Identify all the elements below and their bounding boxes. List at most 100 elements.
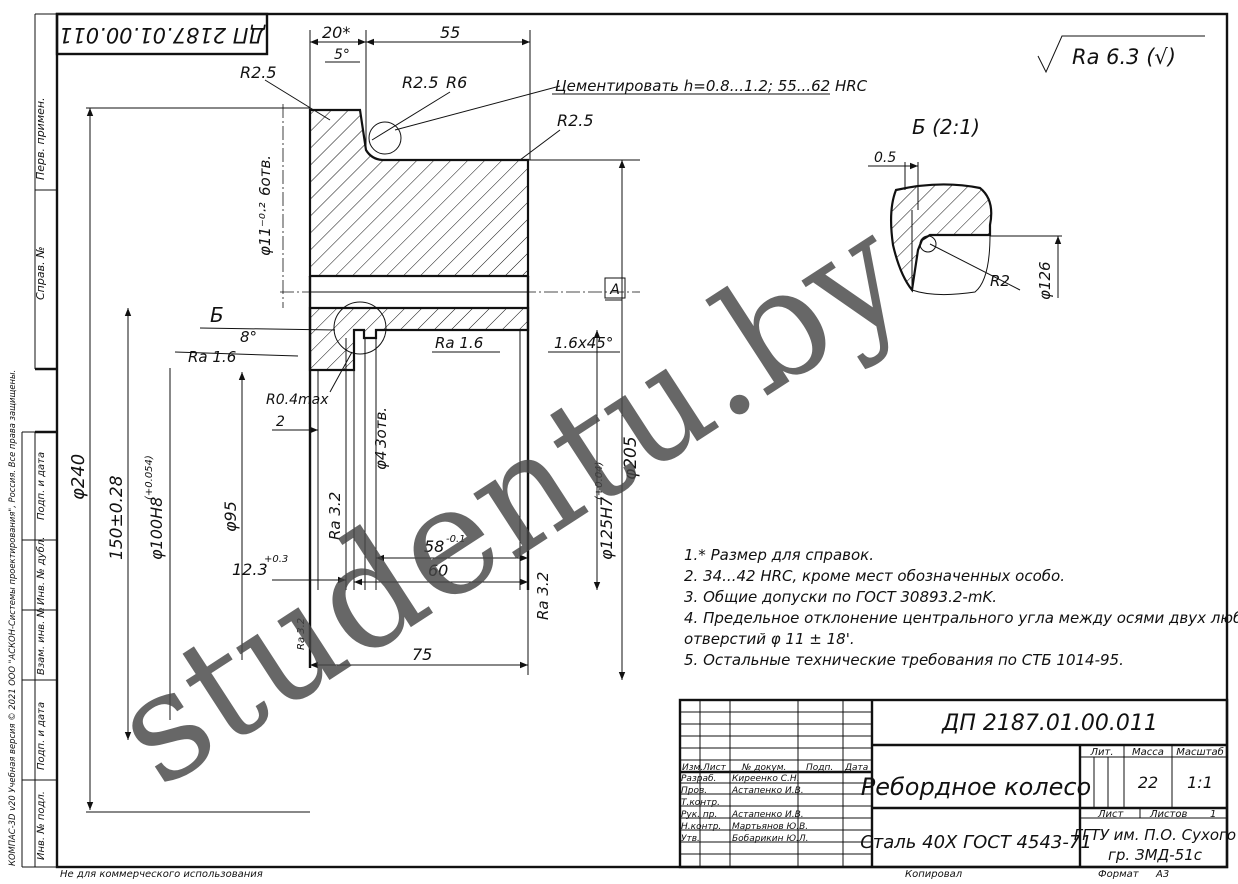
dim-123-tol: +0.3 xyxy=(264,554,288,565)
section-b-marker: Б xyxy=(210,303,224,327)
side-label-podp-data-2: Подп. и дата xyxy=(36,702,47,770)
title-material: Сталь 40Х ГОСТ 4543-71 xyxy=(860,832,1092,853)
title-org-line2: гр. ЗМД-51с xyxy=(1108,846,1203,864)
title-part-name: Ребордное колесо xyxy=(861,773,1091,801)
ra32-small: Ra 3.2 xyxy=(296,618,307,650)
main-section-view xyxy=(280,104,640,668)
note-line: 4. Предельное отклонение центрального уг… xyxy=(684,609,1238,627)
note-line: 3. Общие допуски по ГОСТ 30893.2-mK. xyxy=(684,588,997,606)
dim-205: φ205 xyxy=(621,436,641,480)
title-doc-number: ДП 2187.01.00.011 xyxy=(941,711,1158,736)
title-sheets-value: 1 xyxy=(1210,809,1216,820)
dim-r6: R6 xyxy=(446,73,467,92)
title-header-podp: Подп. xyxy=(806,763,833,773)
technical-requirements: 1.* Размер для справок. 2. 34...42 HRC, к… xyxy=(684,546,1238,669)
roughness-symbol-general xyxy=(1037,35,1205,74)
roughness-general-text: Ra 6.3 (√) xyxy=(1072,45,1176,69)
dim-100-tol: (+0.054) xyxy=(144,455,155,500)
title-header-sheets: Листов xyxy=(1149,809,1187,820)
dim-2: 2 xyxy=(276,414,285,430)
footer-format: Формат xyxy=(1098,869,1140,880)
title-header-mass: Масса xyxy=(1132,747,1164,758)
ra16-left: Ra 1.6 xyxy=(188,348,236,366)
left-side-strip xyxy=(21,13,57,868)
role-name: Киреенко С.Н. xyxy=(732,774,800,784)
datum-a-label: A xyxy=(609,282,620,298)
note-line: 2. 34...42 HRC, кроме мест обозначенных … xyxy=(684,567,1065,585)
title-roles: Разраб. Киреенко С.Н. Пров. Астапенко И.В. Т… xyxy=(681,774,809,844)
title-header-data: Дата xyxy=(844,763,868,773)
dim-150: 150±0.28 xyxy=(107,475,127,560)
rotated-doc-number-box xyxy=(55,12,269,56)
dim-hole11: φ11⁻⁰·² xyxy=(256,202,274,256)
role-label: Пров. xyxy=(681,786,707,796)
dim-60: 60 xyxy=(428,561,448,580)
title-header-scale: Масштаб xyxy=(1176,746,1224,758)
detail-dim-126: φ126 xyxy=(1036,261,1054,300)
title-header-list: Лист xyxy=(702,763,727,773)
note-line: 1.* Размер для справок. xyxy=(684,546,874,564)
ra32-a: Ra 3.2 xyxy=(326,492,344,540)
detail-b-title: Б (2:1) xyxy=(912,115,980,139)
footer-copied: Копировал xyxy=(905,869,963,880)
dimension-lines xyxy=(86,30,640,813)
side-label-vzam-inv: Взам. инв. № xyxy=(36,607,47,675)
dim-8deg: 8° xyxy=(240,328,257,346)
drawing-frame xyxy=(55,12,1229,869)
side-label-inv-dubl: Инв. № дубл. xyxy=(35,537,47,605)
dim-95: φ95 xyxy=(221,501,240,532)
side-label-perv-primen: Перв. примен. xyxy=(34,97,47,180)
dim-123: 12.3 xyxy=(232,560,268,579)
dim-r25-right: R2.5 xyxy=(557,111,594,130)
dim-r04: R0.4max xyxy=(266,392,329,408)
ra16-mid: Ra 1.6 xyxy=(435,334,483,352)
dim-58-tol: -0.1 xyxy=(446,534,466,545)
title-mass-value: 22 xyxy=(1138,773,1158,792)
dim-20: 20* xyxy=(322,23,350,42)
dim-125: φ125H7 xyxy=(597,496,616,560)
role-name: Астапенко И.В. xyxy=(731,786,804,796)
watermark: studentu.by xyxy=(85,184,935,821)
dim-125-tol: (+0.04) xyxy=(594,462,605,500)
role-name: Бобарикин Ю.Л. xyxy=(732,834,809,844)
role-name: Астапенко И.В. xyxy=(731,810,804,820)
role-name: Мартьянов Ю.В. xyxy=(732,822,808,832)
title-scale-value: 1:1 xyxy=(1187,773,1213,792)
title-org-line1: ГГТУ им. П.О. Сухого xyxy=(1074,826,1236,844)
title-header-dokum: № докум. xyxy=(741,763,786,773)
role-label: Утв. xyxy=(681,834,700,844)
role-label: Т.контр. xyxy=(681,798,720,808)
dim-r25-mid: R2.5 xyxy=(402,73,439,92)
footer-format-value: A3 xyxy=(1155,869,1169,880)
side-label-podp-data-1: Подп. и дата xyxy=(36,452,47,520)
dim-r25-top: R2.5 xyxy=(240,63,277,82)
ra32-b: Ra 3.2 xyxy=(534,572,552,620)
title-header-izm: Изм. xyxy=(682,763,703,773)
dim-5deg: 5° xyxy=(334,47,350,63)
title-header-lit: Лит. xyxy=(1089,747,1113,758)
dim-240: φ240 xyxy=(68,454,89,500)
dim-hole4: φ4 xyxy=(372,451,390,470)
dim-hole4-count: 3отв. xyxy=(372,407,390,448)
role-label: Н.контр. xyxy=(681,822,721,832)
dim-chamfer: 1.6x45° xyxy=(554,334,613,352)
dim-hole11-count: 6отв. xyxy=(256,155,274,196)
cement-note: Цементировать h=0.8...1.2; 55...62 HRC xyxy=(555,77,868,95)
detail-b-view xyxy=(868,162,1062,298)
kompas-license-note: КОМПАС-3D v20 Учебная версия © 2021 ООО … xyxy=(7,370,17,866)
dim-58: 58 xyxy=(424,537,444,556)
note-line: отверстий φ 11 ± 18'. xyxy=(684,630,855,648)
datum-a-box xyxy=(604,277,626,299)
detail-dim-r2: R2 xyxy=(990,272,1010,290)
role-label: Рук. пр. xyxy=(681,810,717,820)
role-label: Разраб. xyxy=(681,774,716,784)
note-line: 5. Остальные технические требования по С… xyxy=(684,651,1124,669)
side-label-sprav-no: Справ. № xyxy=(34,246,47,300)
dim-100: φ100H8 xyxy=(147,497,166,560)
title-block xyxy=(678,698,1229,869)
dim-55: 55 xyxy=(440,23,460,42)
dim-75: 75 xyxy=(412,645,432,664)
footer-noncommercial: Не для коммерческого использования xyxy=(60,869,263,880)
detail-dim-05: 0.5 xyxy=(874,150,896,166)
